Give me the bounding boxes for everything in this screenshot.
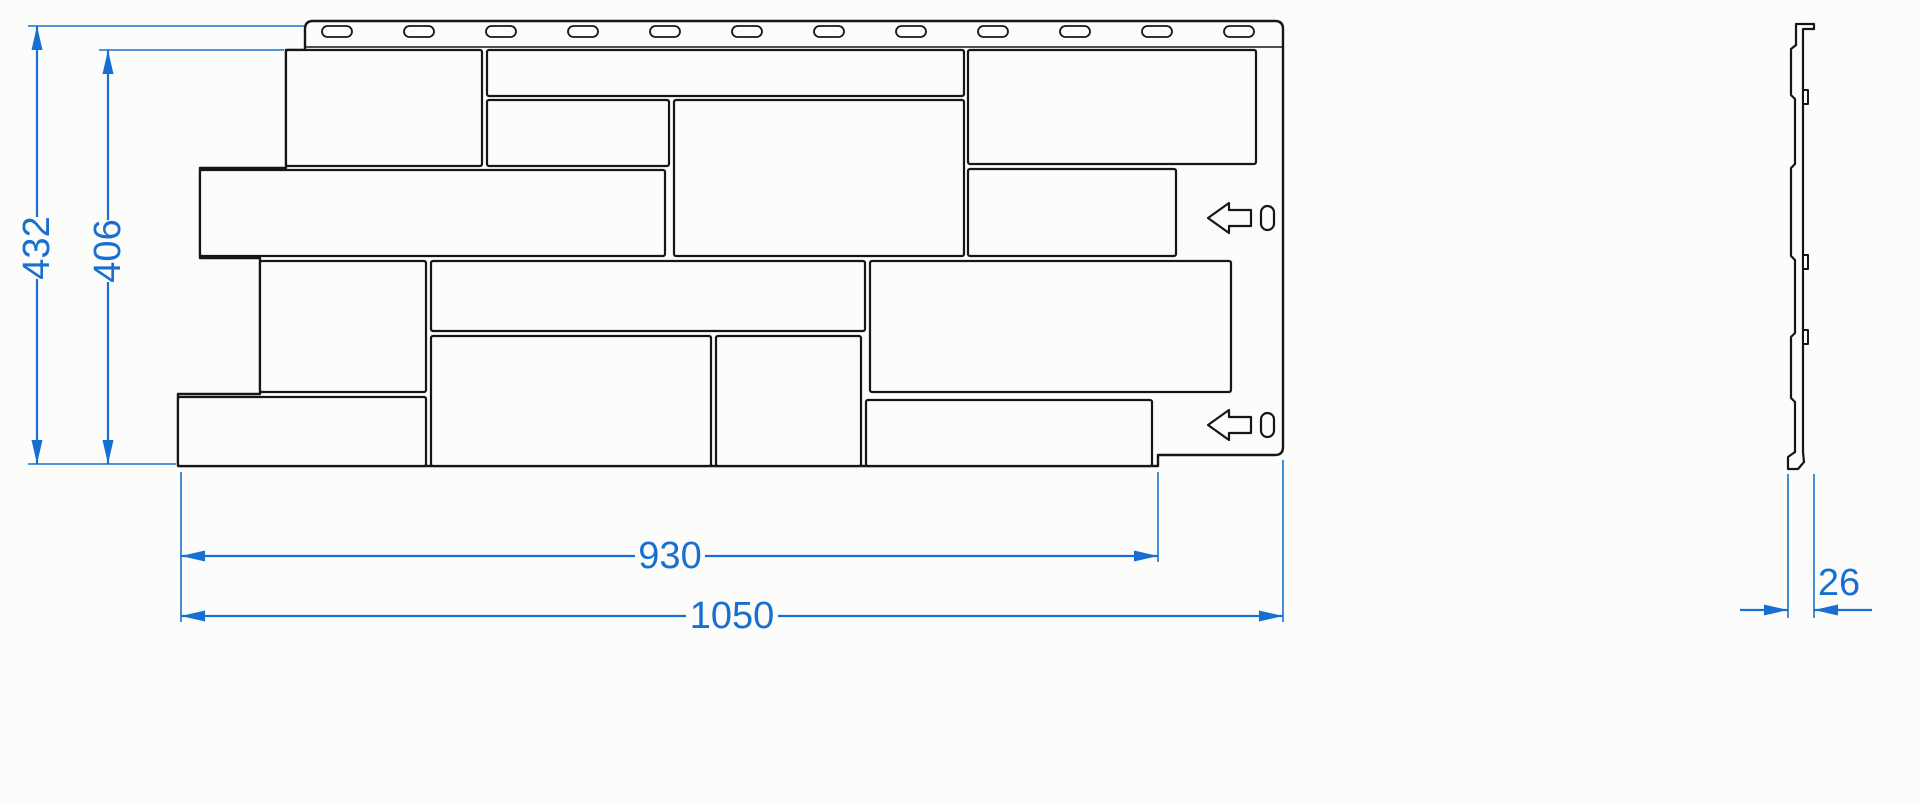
stone-block <box>429 259 867 333</box>
stone-block <box>485 98 671 168</box>
dim-arrow-left <box>1814 604 1838 616</box>
mounting-tab <box>1206 201 1253 235</box>
nail-slot <box>567 25 599 38</box>
side-view-bottom-hook <box>1786 450 1806 471</box>
dim-arrow-left <box>181 610 205 622</box>
dim-arrow-left <box>181 550 205 562</box>
side-view-top-hook <box>1794 22 1816 47</box>
nail-slot <box>1059 25 1091 38</box>
dim-overall-width-label: 1050 <box>690 595 775 637</box>
dim-thickness-label: 26 <box>1818 562 1860 604</box>
side-view-face <box>1789 43 1798 454</box>
nail-slot <box>403 25 435 38</box>
dim-thickness: 26 <box>1740 474 1872 618</box>
side-view <box>1786 22 1816 471</box>
dim-arrow-right <box>1134 550 1158 562</box>
dim-arrow-down <box>102 440 114 464</box>
dim-panel-height: 406 <box>87 49 284 464</box>
mounting-tabs <box>1206 201 1276 442</box>
nail-slot <box>1223 25 1255 38</box>
dim-arrow-right <box>1764 604 1788 616</box>
dim-arrow-up <box>31 26 43 50</box>
side-slot <box>1259 411 1276 439</box>
nail-slot <box>731 25 763 38</box>
side-view-nub <box>1802 89 1809 105</box>
stone-block <box>714 334 863 468</box>
dim-overall-height-label: 432 <box>16 216 58 279</box>
stone-block <box>966 167 1178 258</box>
front-view <box>176 19 1285 468</box>
side-view-nub <box>1802 329 1809 345</box>
dim-arrow-up <box>102 50 114 74</box>
stone-block <box>429 334 713 468</box>
stone-block <box>284 48 484 168</box>
mounting-tab <box>1206 408 1253 442</box>
stone-block <box>864 398 1154 468</box>
dim-arrow-down <box>31 440 43 464</box>
dim-arrow-right <box>1259 610 1283 622</box>
dim-overall-height: 432 <box>16 25 304 465</box>
dimensions: 432 406 930 <box>16 25 1872 637</box>
nail-slot <box>813 25 845 38</box>
stone-block <box>176 395 428 468</box>
stone-block <box>258 259 428 394</box>
stone-block <box>966 48 1258 166</box>
stone-block <box>198 168 667 258</box>
dim-overall-width: 1050 <box>181 460 1284 637</box>
stone-block <box>485 48 966 98</box>
stone-blocks <box>176 48 1258 468</box>
dim-panel-height-label: 406 <box>87 219 129 282</box>
dim-panel-width: 930 <box>180 472 1159 622</box>
stone-block <box>868 259 1233 394</box>
nail-slot-row <box>321 25 1255 38</box>
stone-block <box>672 98 966 258</box>
nail-slot <box>649 25 681 38</box>
nail-slot <box>977 25 1009 38</box>
nail-slot <box>1141 25 1173 38</box>
nail-slot <box>895 25 927 38</box>
side-view-nub <box>1802 254 1809 270</box>
nail-slot <box>485 25 517 38</box>
dim-panel-width-label: 930 <box>638 535 701 577</box>
nail-slot <box>321 25 353 38</box>
side-slot <box>1259 204 1276 232</box>
